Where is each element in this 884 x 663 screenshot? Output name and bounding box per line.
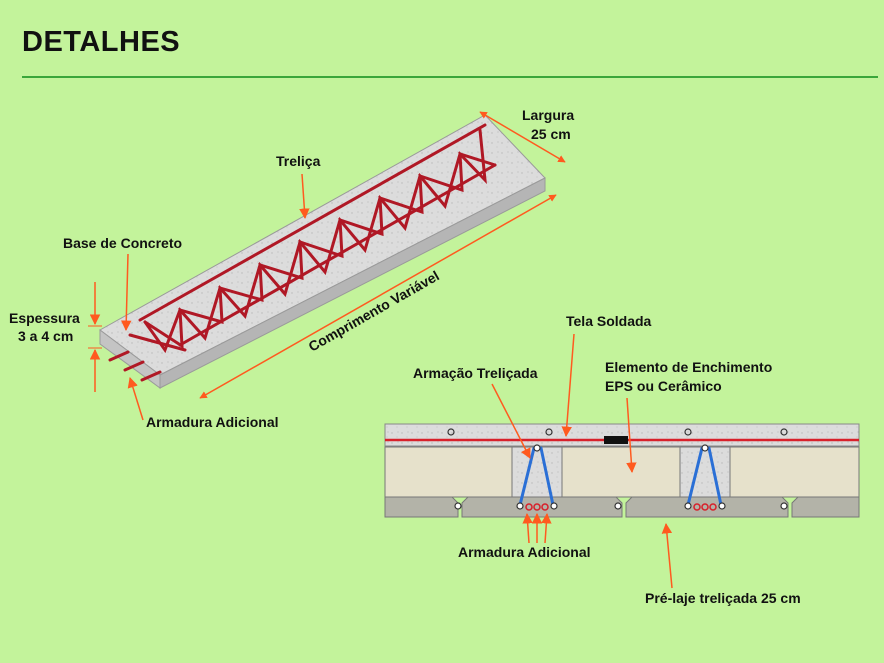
filler-block [729,446,860,498]
rib [511,446,563,498]
filler-block [384,446,513,498]
label-base-concreto: Base de Concreto [63,235,182,251]
armadura-bottom-arrow-3 [541,512,552,544]
mesh-bars [447,428,788,436]
slab-cross-section [384,423,860,518]
pre-laje-arrow [661,522,673,589]
filler-block [561,446,681,498]
armacao-arrow [491,383,531,459]
label-espessura: Espessura [9,310,80,326]
width-dimension [479,111,566,163]
label-largura-value: 25 cm [531,126,571,142]
base-concreto-arrow [121,253,132,332]
precast-plank [384,496,459,518]
label-armadura-adicional-top: Armadura Adicional [146,414,279,430]
armadura-top-arrow [127,376,144,421]
label-largura: Largura [522,107,574,123]
spacer [604,436,628,444]
trelica-arrow [299,173,310,220]
label-eps-ceramico: EPS ou Cerâmico [605,378,722,394]
additional-rebar-stubs [108,350,162,382]
rib [679,446,731,498]
lattice-truss [518,446,723,507]
precast-plank [791,496,860,518]
label-armadura-adicional-bottom: Armadura Adicional [458,544,591,560]
length-dimension [199,194,557,399]
tela-soldada-arrow [561,333,575,438]
armadura-bottom-arrow-1 [522,512,533,544]
label-pre-laje: Pré-laje treliçada 25 cm [645,590,801,606]
title-divider [22,76,878,78]
additional-rebar-section [525,503,717,511]
precast-plank [625,496,789,518]
label-trelica: Treliça [276,153,321,169]
label-elemento-enchimento: Elemento de Enchimento [605,359,772,375]
label-espessura-value: 3 a 4 cm [18,328,73,344]
truss-chord-bars [454,444,788,510]
enchimento-arrow [626,397,637,474]
page-title: DETALHES [22,26,181,58]
label-tela-soldada: Tela Soldada [566,313,652,329]
label-armacao-trelicada: Armação Treliçada [413,365,538,381]
